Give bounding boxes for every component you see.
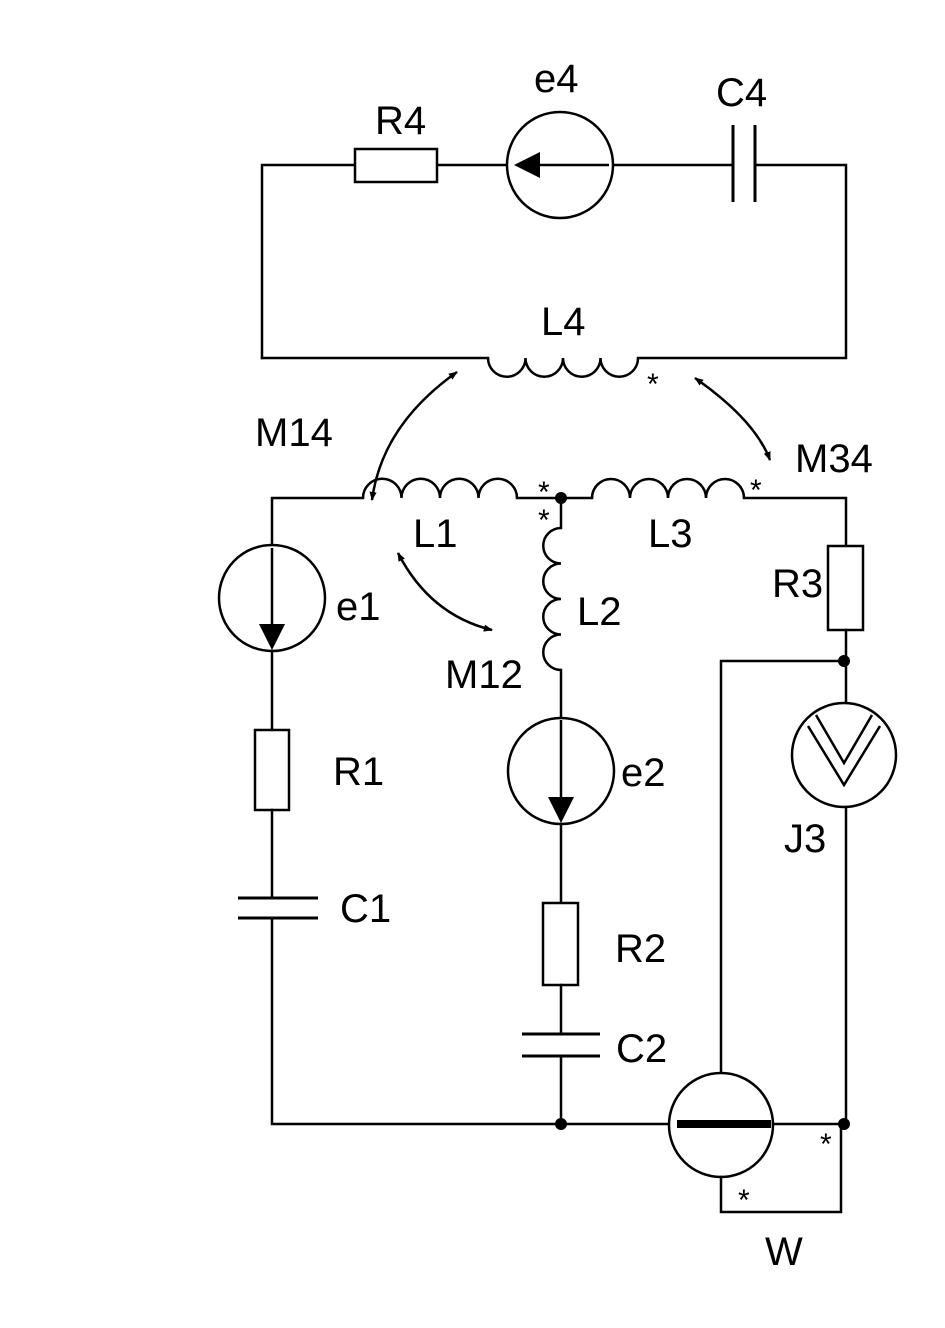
inductor-l1 — [361, 477, 519, 499]
label-j3: J3 — [784, 817, 826, 861]
label-r1: R1 — [333, 750, 384, 794]
wire-right-top — [742, 496, 848, 548]
label-m34: M34 — [795, 437, 873, 481]
current-source-j3 — [790, 701, 898, 809]
label-r4: R4 — [375, 99, 426, 143]
capacitor-c2 — [522, 1032, 600, 1058]
label-m14: M14 — [255, 411, 333, 455]
polarity-mark-w-current: * — [820, 1128, 832, 1161]
mutual-arrow-m34 — [694, 376, 772, 461]
wattmeter-voltage-lead — [719, 659, 846, 1074]
label-l4: L4 — [541, 300, 586, 344]
wattmeter-voltage-return — [719, 1122, 843, 1214]
wire-left-top — [270, 496, 365, 547]
resistor-r2 — [541, 901, 580, 987]
label-c1: C1 — [340, 887, 391, 931]
mutual-arrow-m14 — [369, 370, 458, 501]
inductor-l3 — [590, 477, 746, 499]
wire-c1-bottom — [270, 916, 674, 1126]
resistor-r3 — [826, 544, 865, 632]
node-bottom-middle — [555, 1118, 567, 1130]
polarity-mark-l4: * — [647, 368, 659, 401]
polarity-mark-l1: * — [538, 476, 550, 509]
label-l3: L3 — [648, 512, 693, 556]
resistor-r4 — [353, 147, 439, 184]
resistor-r1 — [253, 728, 291, 812]
capacitor-c1 — [238, 896, 318, 920]
label-m12: M12 — [445, 653, 523, 697]
label-e4: e4 — [534, 57, 579, 101]
polarity-mark-l3: * — [750, 474, 762, 507]
label-l1: L1 — [413, 512, 458, 556]
inductor-l2 — [542, 498, 563, 672]
label-l2: L2 — [577, 590, 622, 634]
inductor-l4 — [486, 357, 640, 378]
emf-source-e4 — [505, 110, 615, 220]
polarity-mark-l2: * — [538, 504, 550, 537]
label-w: W — [765, 1230, 803, 1274]
wattmeter-w — [667, 1071, 775, 1179]
label-c4: C4 — [716, 71, 767, 115]
mutual-arrow-m12 — [396, 552, 493, 632]
polarity-mark-w-voltage: * — [738, 1184, 750, 1217]
emf-source-e2 — [506, 716, 616, 826]
capacitor-c4 — [731, 125, 757, 202]
label-r2: R2 — [615, 927, 666, 971]
label-r3: R3 — [772, 562, 823, 606]
label-e1: e1 — [336, 585, 381, 629]
label-c2: C2 — [616, 1027, 667, 1071]
emf-source-e1 — [217, 543, 327, 653]
label-e2: e2 — [621, 751, 666, 795]
top-loop-wires — [260, 163, 848, 360]
